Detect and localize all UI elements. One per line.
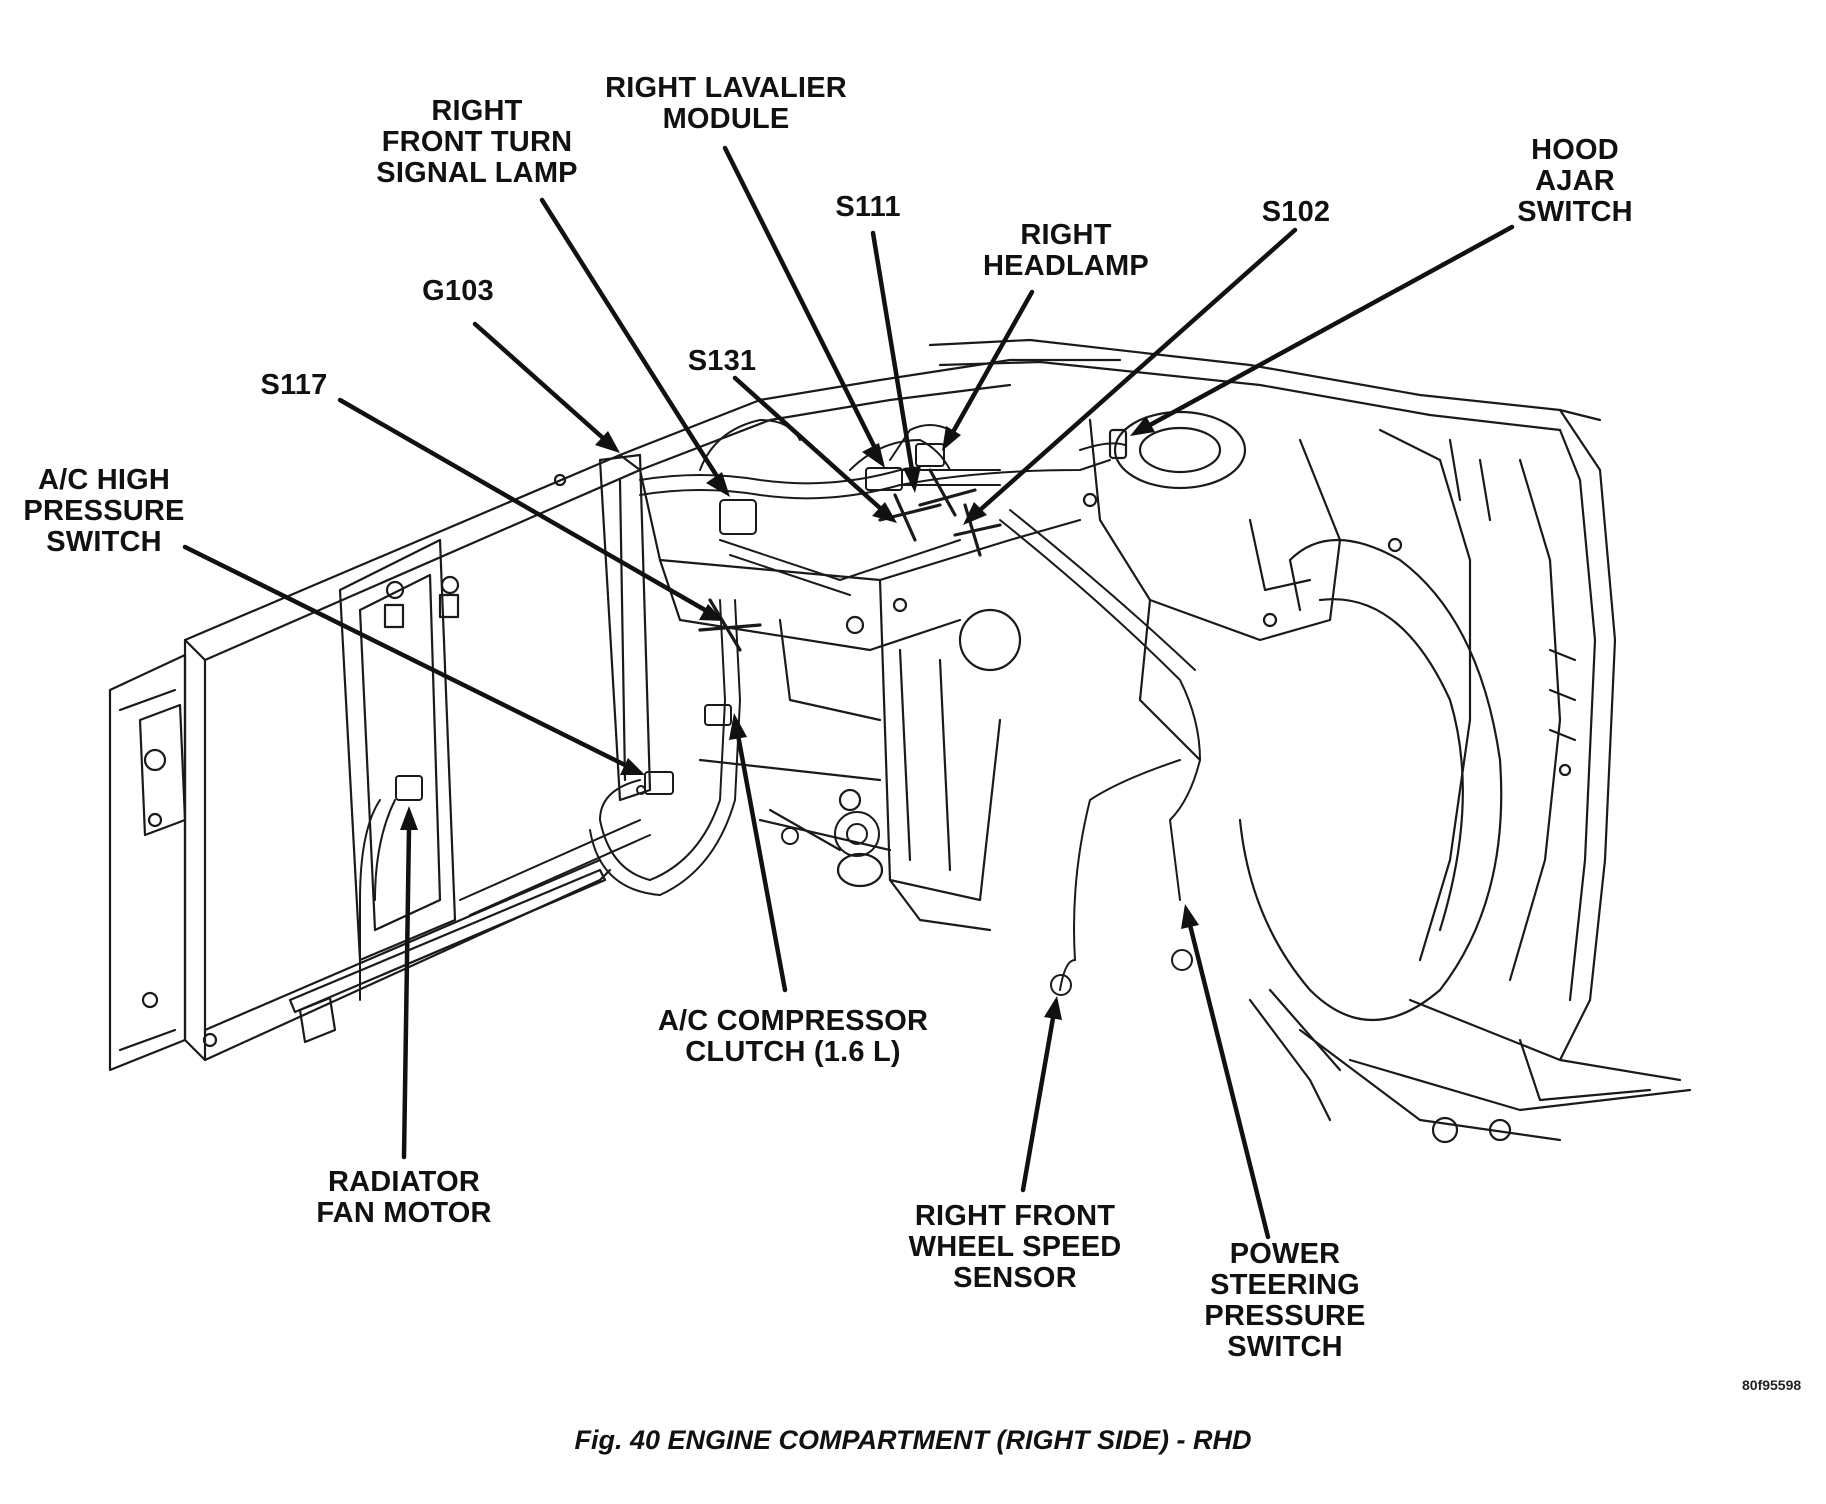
label-line: POWER xyxy=(1229,1238,1341,1270)
label-line: MODULE xyxy=(662,103,790,135)
arrow-right-front-turn-signal-lamp xyxy=(539,197,730,497)
label-line: PRESSURE xyxy=(1204,1300,1366,1332)
label-line: SWITCH xyxy=(1517,196,1633,228)
label-radiator-fan-motor: RADIATOR FAN MOTOR xyxy=(316,1167,491,1229)
label-right-front-wheel-speed-sensor: RIGHT FRONT WHEEL SPEED SENSOR xyxy=(909,1201,1122,1294)
label-s131: S131 xyxy=(688,346,757,377)
connectors xyxy=(395,443,1193,996)
label-line: STEERING xyxy=(1210,1269,1360,1301)
label-line: FRONT TURN xyxy=(381,126,573,158)
label-line: RADIATOR xyxy=(328,1166,480,1198)
label-line: PRESSURE xyxy=(23,495,185,527)
label-line: RIGHT xyxy=(431,95,523,127)
label-line: SENSOR xyxy=(953,1262,1077,1294)
arrow-ac-high-pressure-switch xyxy=(182,544,645,775)
label-right-front-turn-signal-lamp: RIGHT FRONT TURN SIGNAL LAMP xyxy=(376,96,577,189)
label-line: WHEEL SPEED xyxy=(908,1231,1122,1263)
label-line: SIGNAL LAMP xyxy=(376,157,578,189)
label-line: SWITCH xyxy=(1227,1331,1343,1363)
label-line: S117 xyxy=(260,369,328,401)
arrow-s102 xyxy=(963,227,1298,525)
leader-arrows xyxy=(182,145,1515,1240)
label-right-headlamp: RIGHT HEADLAMP xyxy=(983,220,1149,282)
label-right-lavalier-module: RIGHT LAVALIER MODULE xyxy=(605,73,847,135)
label-line: S102 xyxy=(1261,196,1331,228)
label-s111: S111 xyxy=(835,192,900,223)
label-line: FAN MOTOR xyxy=(316,1197,492,1229)
arrow-ac-compressor-clutch xyxy=(729,713,788,993)
label-ac-high-pressure-switch: A/C HIGH PRESSURE SWITCH xyxy=(23,465,184,558)
label-line: CLUTCH (1.6 L) xyxy=(685,1036,901,1068)
label-s117: S117 xyxy=(261,370,328,401)
label-power-steering-pressure-switch: POWER STEERING PRESSURE SWITCH xyxy=(1204,1239,1365,1363)
label-line: RIGHT xyxy=(1020,219,1112,251)
wiring-harness xyxy=(359,419,1201,1001)
label-line: AJAR xyxy=(1535,165,1615,197)
label-line: HOOD xyxy=(1531,134,1619,166)
arrow-power-steering-pressure-switch xyxy=(1181,904,1271,1240)
label-line: S131 xyxy=(687,345,757,377)
label-line: RIGHT LAVALIER xyxy=(605,72,847,104)
label-hood-ajar-switch: HOOD AJAR SWITCH xyxy=(1517,135,1633,228)
arrow-s117 xyxy=(337,397,724,621)
label-line: SWITCH xyxy=(46,526,162,558)
label-line: RIGHT FRONT xyxy=(914,1200,1116,1232)
arrow-right-lavalier-module xyxy=(722,145,885,468)
arrow-s131 xyxy=(732,375,897,523)
label-s102: S102 xyxy=(1262,197,1331,228)
label-line: A/C HIGH xyxy=(37,464,171,496)
figure-code: 80f95598 xyxy=(1742,1377,1802,1393)
label-g103: G103 xyxy=(422,276,494,307)
shock-tower xyxy=(1082,410,1403,762)
arrow-s111 xyxy=(870,230,921,493)
figure-caption: Fig. 40 ENGINE COMPARTMENT (RIGHT SIDE) … xyxy=(574,1425,1252,1455)
label-line: HEADLAMP xyxy=(983,250,1149,282)
label-ac-compressor-clutch: A/C COMPRESSOR CLUTCH (1.6 L) xyxy=(658,1006,928,1068)
arrow-right-headlamp xyxy=(942,289,1035,451)
radiator-support-frame xyxy=(108,453,652,1072)
label-line: S111 xyxy=(835,191,901,223)
frame-rail xyxy=(618,358,1122,932)
label-line: G103 xyxy=(422,275,494,307)
fender-wheelhouse xyxy=(928,338,1692,1144)
arrow-radiator-fan-motor xyxy=(400,806,418,1160)
label-line: A/C COMPRESSOR xyxy=(657,1005,929,1037)
arrow-g103 xyxy=(472,321,620,453)
arrow-hood-ajar-switch xyxy=(1130,224,1515,436)
arrow-right-front-wheel-speed-sensor xyxy=(1020,996,1062,1193)
